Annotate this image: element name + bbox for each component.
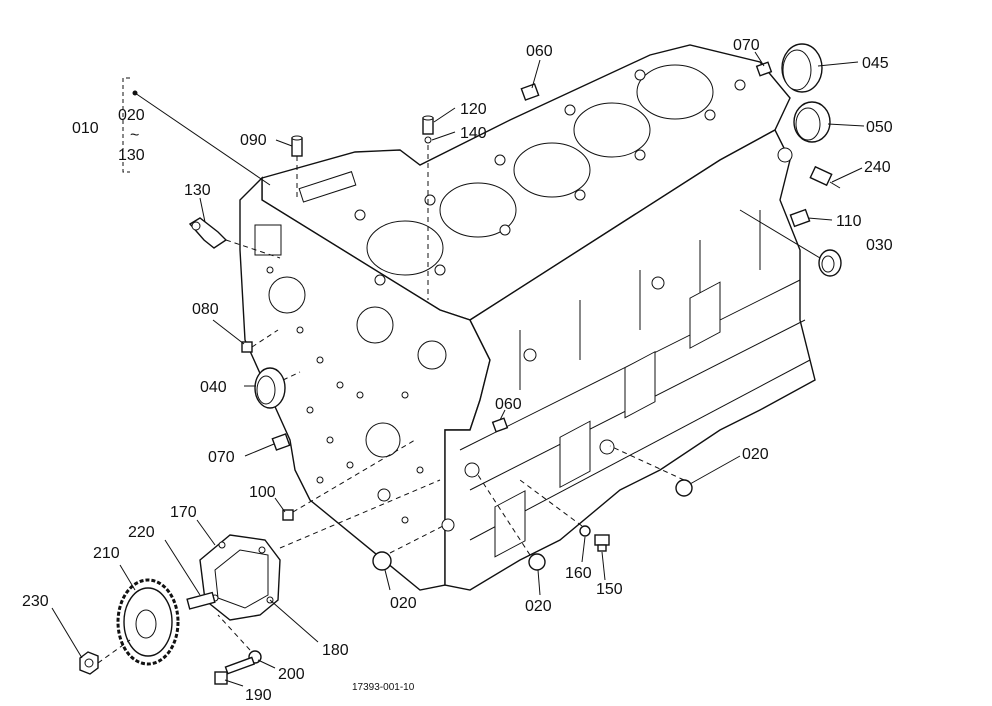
label-150: 150 [596, 581, 623, 598]
label-060-lower: 060 [495, 396, 522, 413]
label-040: 040 [200, 379, 227, 396]
label-045: 045 [862, 55, 889, 72]
part-070-plug-top[interactable] [755, 61, 773, 77]
part-110-pin[interactable] [789, 208, 811, 228]
label-070-lower: 070 [208, 449, 235, 466]
part-130-plug[interactable] [188, 217, 228, 249]
crankcase-block [239, 44, 816, 591]
part-090-pipe[interactable] [291, 135, 303, 157]
part-170-oil-pump[interactable] [199, 534, 281, 621]
part-045-plug[interactable] [781, 43, 823, 93]
label-090: 090 [240, 132, 267, 149]
label-100: 100 [249, 484, 276, 501]
part-060-plug-top[interactable] [520, 83, 540, 101]
part-020-plug-a[interactable] [675, 479, 693, 497]
part-230-nut[interactable] [79, 651, 99, 675]
part-190-bolt[interactable] [214, 656, 256, 685]
label-020-bottom-left: 020 [390, 595, 417, 612]
label-060-top: 060 [526, 43, 553, 60]
label-range-sep: ~ [130, 127, 139, 144]
part-150-bolt[interactable] [594, 534, 610, 552]
part-020-plug-c[interactable] [528, 553, 546, 571]
label-130: 130 [184, 182, 211, 199]
part-030-seal[interactable] [818, 249, 842, 277]
part-220-shaft[interactable] [186, 591, 216, 610]
label-200: 200 [278, 666, 305, 683]
part-160-washer[interactable] [579, 525, 591, 537]
label-020-bottom-mid: 020 [525, 598, 552, 615]
label-070-top: 070 [733, 37, 760, 54]
part-050-plug[interactable] [793, 101, 831, 143]
label-140: 140 [460, 125, 487, 142]
label-220: 220 [128, 524, 155, 541]
part-070-plug-lower[interactable] [271, 433, 291, 451]
label-180: 180 [322, 642, 349, 659]
label-160: 160 [565, 565, 592, 582]
label-110: 110 [836, 213, 862, 230]
part-060-plug-lower[interactable] [491, 417, 509, 433]
label-170: 170 [170, 504, 197, 521]
part-240-sensor[interactable] [809, 165, 841, 189]
drawing-number: 17393-001-10 [352, 682, 415, 693]
label-range-from: 020 [118, 107, 145, 124]
part-040-seal[interactable] [254, 367, 286, 409]
label-120: 120 [460, 101, 487, 118]
label-080: 080 [192, 301, 219, 318]
label-010: 010 [72, 120, 99, 137]
label-050: 050 [866, 119, 893, 136]
label-210: 210 [93, 545, 120, 562]
label-190: 190 [245, 687, 272, 704]
part-120-dowel[interactable] [422, 115, 434, 135]
label-range-to: 130 [118, 147, 145, 164]
part-020-plug-b[interactable] [372, 551, 392, 571]
label-230: 230 [22, 593, 49, 610]
leader-lines [51, 51, 865, 687]
label-020-right: 020 [742, 446, 769, 463]
label-030: 030 [866, 237, 893, 254]
part-140-oring[interactable] [424, 136, 432, 144]
part-210-gear[interactable] [116, 578, 180, 666]
part-labels: 010 020 ~ 130 060 070 045 050 240 120 14… [22, 37, 893, 704]
label-240: 240 [864, 159, 891, 176]
part-100-pin[interactable] [282, 509, 294, 521]
